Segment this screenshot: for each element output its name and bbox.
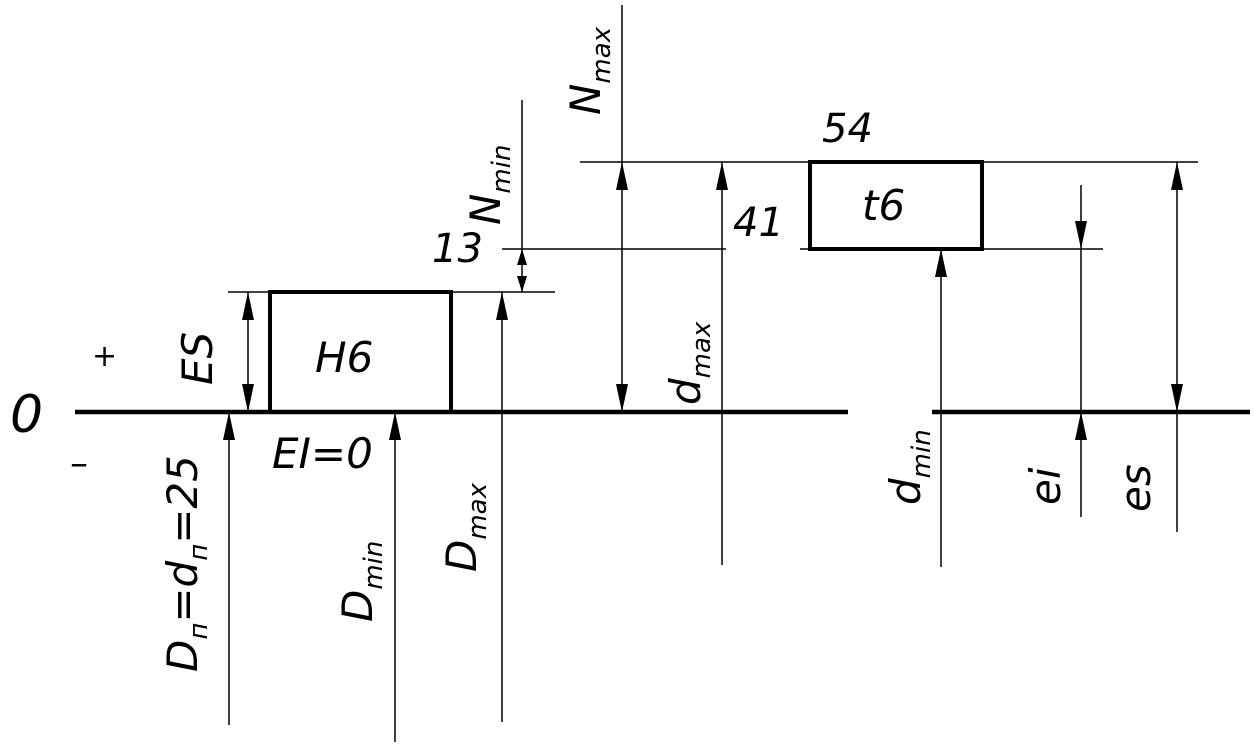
dmin-hole-base: D	[333, 590, 382, 622]
nominal-sub1: п	[184, 623, 214, 640]
nmax-arrowhead-up	[616, 162, 628, 190]
shaft-zone-box	[808, 160, 984, 251]
shaft-grade-label: t6	[862, 181, 905, 230]
nmin-sub: min	[487, 145, 517, 194]
es-arrowhead-down	[242, 384, 254, 412]
dmin-shaft-sub: min	[907, 429, 937, 478]
dmin-shaft-base: d	[881, 478, 930, 505]
plus-label: +	[92, 339, 117, 374]
nmax-label: Nmax	[561, 26, 617, 115]
dmax-shaft-sub: max	[687, 321, 717, 378]
es-shaft-arrowhead-down	[1171, 384, 1183, 412]
dmax-shaft-arrowhead	[716, 162, 728, 190]
dmax-shaft-base: d	[661, 378, 710, 405]
dmax-shaft-label: dmax	[661, 321, 717, 405]
ei-arrowhead-down	[1075, 221, 1087, 249]
dmin-shaft-label: dmin	[881, 429, 937, 505]
dmax-hole-sub: max	[463, 482, 493, 539]
nmin-label: Nmin	[461, 145, 517, 225]
upper-deviation-value: 54	[822, 106, 873, 152]
nominal-base1: D	[158, 640, 207, 672]
es-hole-label: ES	[173, 332, 222, 385]
nmin-arrowhead-a	[517, 249, 527, 265]
nmin-base: N	[461, 194, 510, 225]
dmax-hole-base: D	[437, 540, 486, 572]
min-interference-value: 13	[432, 226, 483, 272]
dmax-hole-arrowhead	[496, 292, 508, 320]
dmin-hole-sub: min	[359, 541, 389, 590]
nominal-arrowhead	[223, 412, 235, 440]
ei-arrowhead-up	[1075, 412, 1087, 440]
minus-label: –	[70, 443, 88, 484]
nmax-base: N	[561, 84, 610, 115]
nominal-mid: =d	[158, 560, 207, 622]
nmax-arrowhead-down	[616, 384, 628, 412]
zero-label: 0	[10, 385, 43, 445]
es-shaft-arrowhead-up	[1171, 162, 1183, 190]
nmax-sub: max	[587, 26, 617, 83]
es-shaft-label: es	[1111, 464, 1160, 512]
nominal-tail: =25	[158, 455, 207, 544]
lower-deviation-value: 41	[733, 200, 784, 246]
hole-zone-box	[268, 290, 453, 414]
dmin-hole-arrowhead	[389, 412, 401, 440]
nominal-sub2: п	[184, 544, 214, 561]
ei-shaft-label: ei	[1021, 467, 1070, 505]
dmin-shaft-arrowhead	[935, 249, 947, 277]
hole-grade-label: H6	[315, 333, 373, 382]
nmin-arrowhead-b	[517, 276, 527, 292]
dmax-hole-label: Dmax	[437, 482, 493, 572]
nominal-size-label: Dп=dп=25	[158, 455, 214, 672]
dmin-hole-label: Dmin	[333, 541, 389, 622]
es-arrowhead-up	[242, 292, 254, 320]
ei-hole-label: EI=0	[272, 429, 373, 478]
